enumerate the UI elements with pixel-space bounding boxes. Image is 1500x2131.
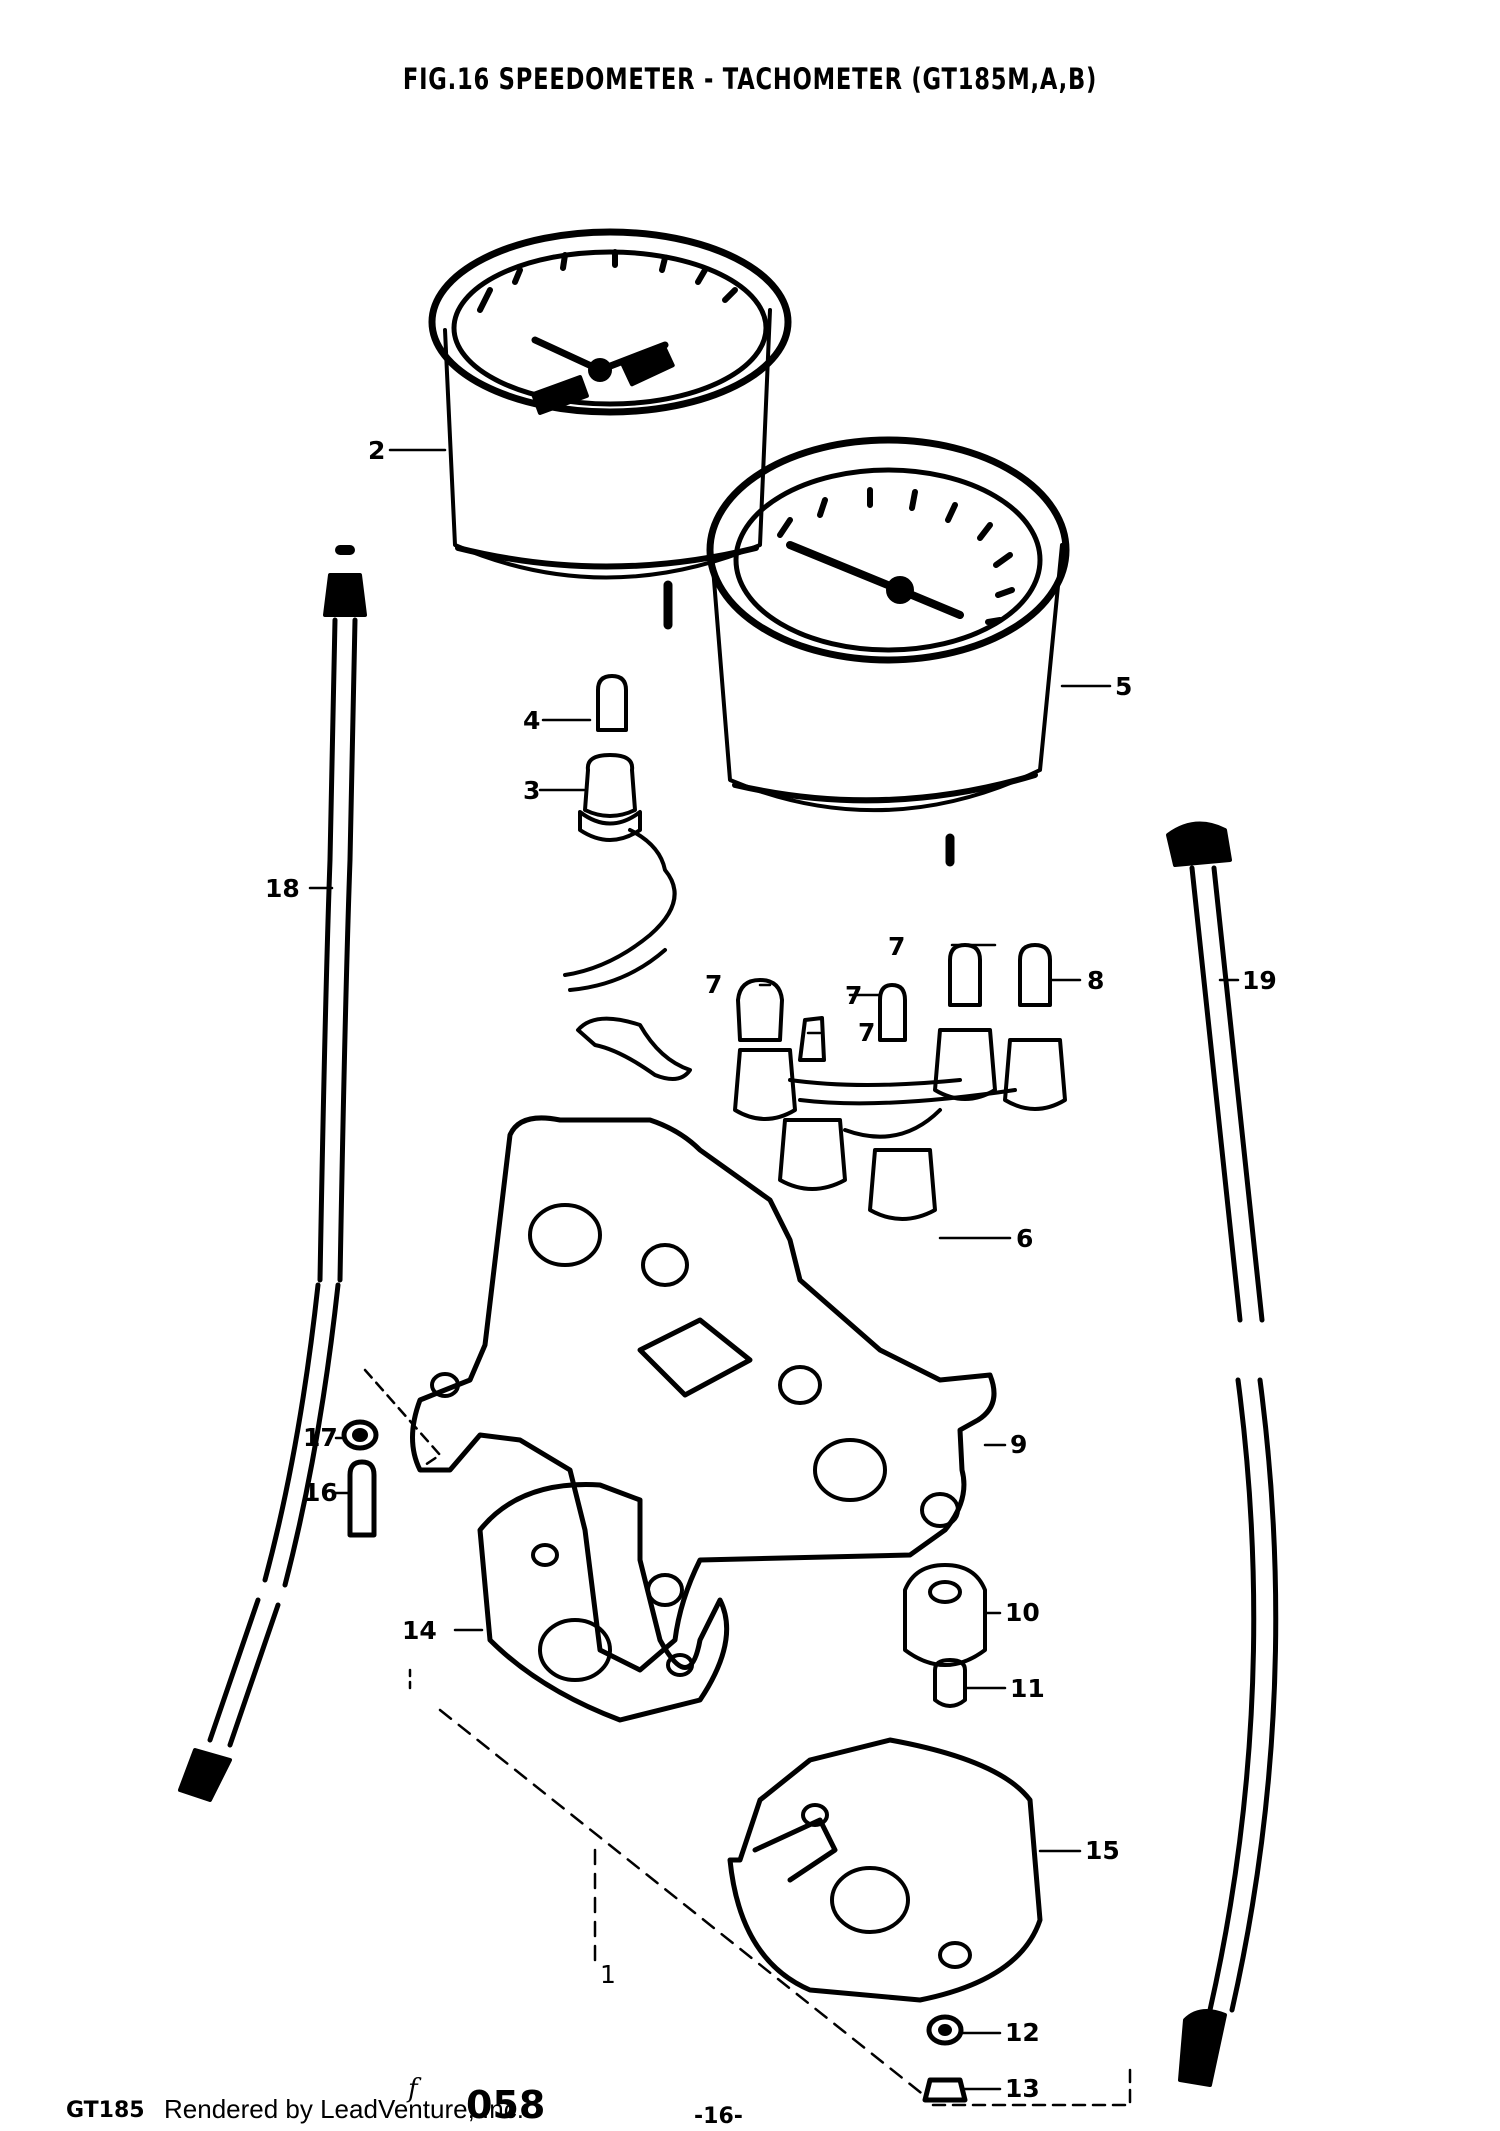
callout-10: 10 (1005, 1598, 1040, 1627)
tachometer-cable (1166, 821, 1279, 2087)
callout-4: 4 (523, 706, 541, 735)
callout-7c: 7 (858, 1018, 876, 1047)
gauge-cover-14 (477, 1482, 730, 1723)
callout-7d: 7 (845, 981, 863, 1010)
callout-15: 15 (1085, 1836, 1120, 1865)
speedometer (428, 228, 792, 630)
tachometer (706, 436, 1070, 867)
callout-18: 18 (265, 874, 300, 903)
indicator-sockets-6-7-8 (576, 943, 1067, 1221)
mounting-bracket (410, 1115, 997, 1673)
footer-mark: f (408, 2074, 418, 2104)
callout-8b: 8 (1087, 966, 1105, 995)
callout-13: 13 (1005, 2074, 1040, 2103)
callout-7b: 7 (888, 932, 906, 961)
footer-code: 058 (466, 2083, 546, 2127)
footer-rendered-by: Rendered by LeadVenture, Inc. (164, 2094, 524, 2124)
callout-9: 9 (1010, 1430, 1028, 1459)
callout-14: 14 (402, 1616, 437, 1645)
callout-11: 11 (1010, 1674, 1045, 1703)
leader-lines (308, 448, 1240, 2107)
gauge-cover-15 (727, 1737, 1043, 2003)
grommet-10-and-spacer-11 (903, 1563, 987, 1708)
bulb-and-socket-3-4 (563, 674, 677, 992)
figure-title: FIG.16 SPEEDOMETER - TACHOMETER (GT185M,… (402, 62, 1098, 96)
footer-page-number: -16- (694, 2104, 743, 2129)
callout-1: 1 (600, 1960, 616, 1989)
callout-19: 19 (1242, 966, 1277, 995)
small-hardware-12-13-16-17 (341, 1419, 968, 2103)
callout-17: 17 (303, 1423, 338, 1452)
callout-3: 3 (523, 776, 541, 805)
callout-5: 5 (1115, 672, 1133, 701)
callout-12: 12 (1005, 2018, 1040, 2047)
speedometer-cable (178, 545, 367, 1802)
callout-2: 2 (368, 436, 386, 465)
footer-model: GT185 (66, 2098, 145, 2123)
callout-6: 6 (1016, 1224, 1034, 1253)
callout-16: 16 (303, 1478, 338, 1507)
callout-7a: 7 (705, 970, 723, 999)
